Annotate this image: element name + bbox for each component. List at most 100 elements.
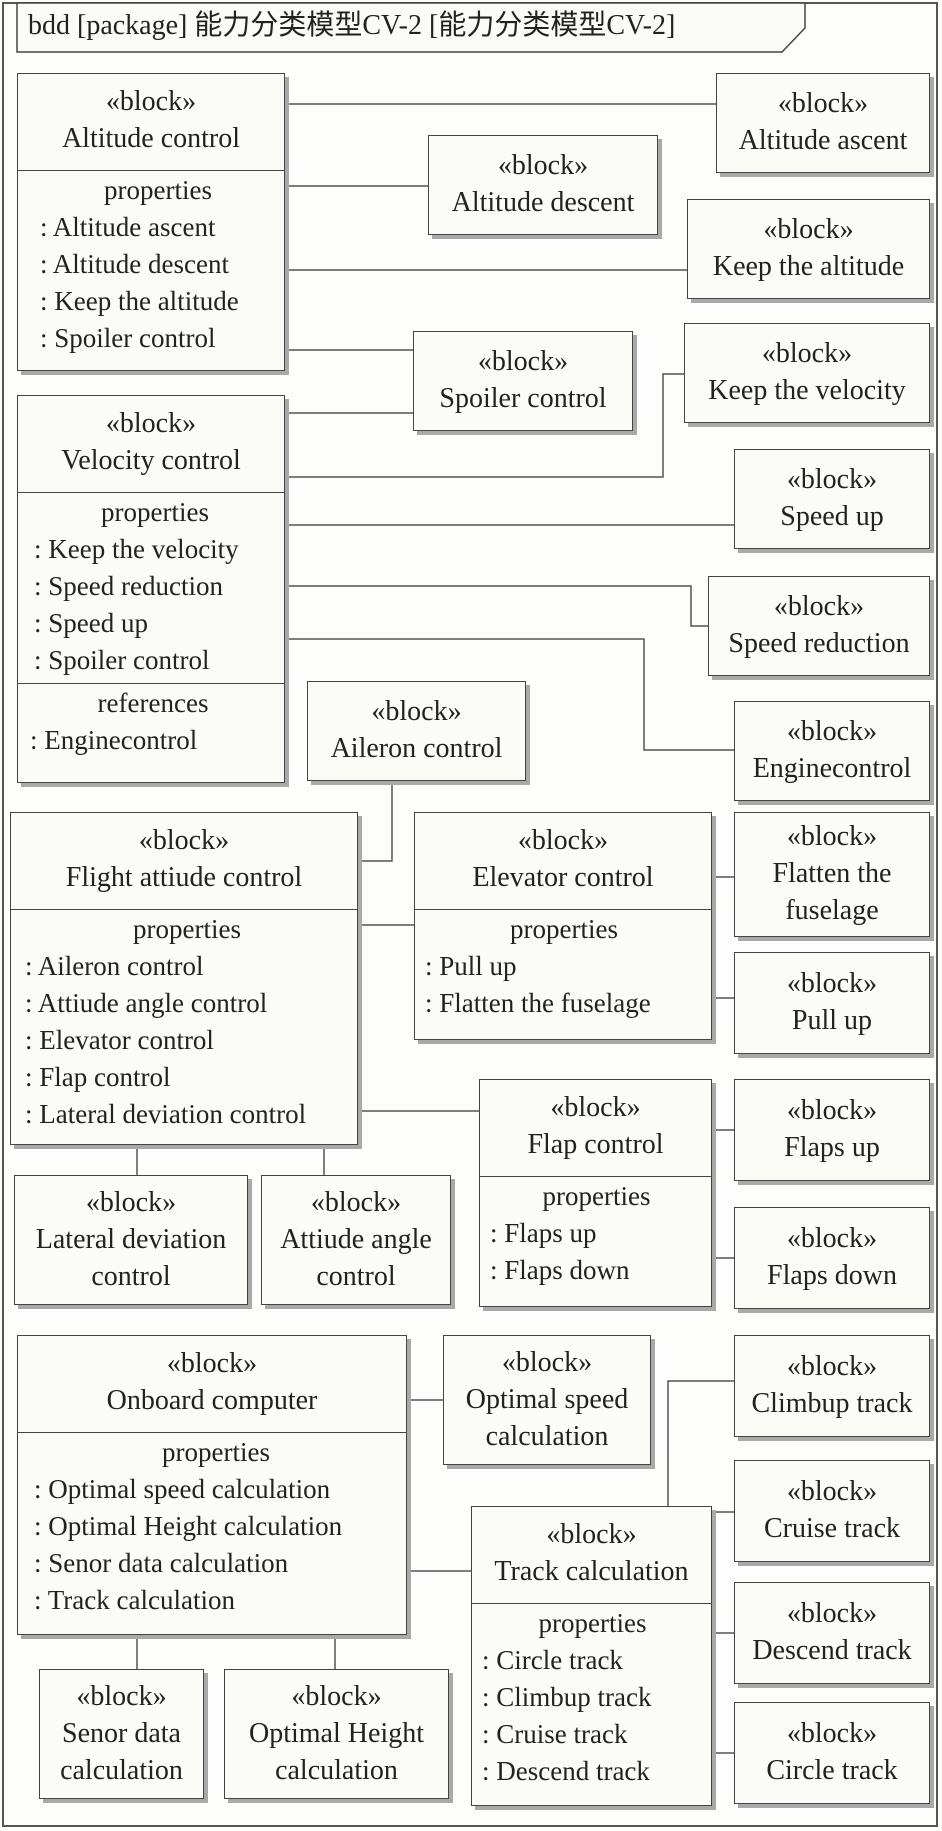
block-name: calculation — [275, 1754, 398, 1786]
block-altitude-ascent[interactable]: «block» Altitude ascent — [716, 73, 930, 173]
block-spoiler-control[interactable]: «block»Spoiler control — [413, 331, 633, 431]
compartment-properties: properties: Keep the velocity: Speed red… — [18, 492, 284, 683]
block-stereotype: «block» — [786, 1476, 878, 1507]
block-stereotype: «block» — [546, 1519, 637, 1550]
block-pull-up[interactable]: «block»Pull up — [734, 952, 930, 1054]
block-stereotype: «block» — [517, 825, 609, 856]
block-name: Altitude ascent — [738, 125, 908, 156]
compartment-item: : Flatten the fuselage — [425, 988, 651, 1018]
block-stereotype: «block» — [76, 1680, 167, 1712]
block-header: «block» Optimal Height calculation — [225, 1670, 448, 1800]
block-stereotype: «block» — [786, 1351, 878, 1382]
compartment-properties: properties: Pull up: Flatten the fuselag… — [415, 909, 711, 1026]
compartment-title: references — [97, 688, 209, 718]
block-descend-track[interactable]: «block»Descend track — [734, 1582, 930, 1684]
block-header: «block»Pull up — [735, 953, 929, 1055]
compartment-item: : Altitude ascent — [40, 212, 216, 242]
block-stereotype: «block» — [761, 338, 853, 369]
compartment-properties: properties: Altitude ascent: Altitude de… — [18, 170, 284, 361]
block-keep-velocity[interactable]: «block»Keep the velocity — [684, 323, 930, 423]
block-name: Flaps down — [767, 1260, 897, 1291]
compartment-item: : Flaps up — [490, 1218, 597, 1248]
compartment-title: properties — [133, 914, 241, 944]
block-stereotype: «block» — [291, 1680, 382, 1712]
compartment-title: properties — [101, 497, 209, 527]
block-header: «block»Onboard computer — [18, 1336, 406, 1432]
block-aileron-control[interactable]: «block»Aileron control — [307, 681, 526, 781]
block-name: Altitude descent — [451, 187, 635, 218]
block-header: «block»Velocity control — [18, 396, 284, 492]
compartment-item: : Attiude angle control — [25, 988, 268, 1018]
block-enginecontrol[interactable]: «block»Enginecontrol — [734, 701, 930, 801]
block-circle-track[interactable]: «block»Circle track — [734, 1702, 930, 1804]
compartment-item: : Lateral deviation control — [25, 1099, 307, 1129]
block-name: Senor data — [62, 1717, 181, 1749]
block-header: «block»Flight attiude control — [11, 813, 357, 909]
block-name: Spoiler control — [439, 383, 607, 414]
block-name: Enginecontrol — [752, 753, 912, 784]
block-name: Flatten the — [772, 858, 892, 889]
block-header: «block»Enginecontrol — [735, 702, 929, 802]
block-stereotype: «block» — [777, 88, 869, 119]
block-header: «block»Speed up — [735, 450, 929, 550]
block-header: «block» Track calculation — [472, 1507, 711, 1603]
block-stereotype: «block» — [501, 1346, 593, 1378]
block-cruise-track[interactable]: «block»Cruise track — [734, 1460, 930, 1562]
compartment-properties: properties: Circle track: Climbup track:… — [472, 1603, 711, 1794]
block-name: Circle track — [766, 1755, 898, 1786]
block-header: «block»Altitude control — [18, 74, 284, 170]
block-track-calculation[interactable]: «block» Track calculation properties: Circ… — [471, 1506, 712, 1806]
block-stereotype: «block» — [310, 1186, 402, 1218]
block-stereotype: «block» — [105, 86, 197, 117]
compartment-item: : Optimal speed calculation — [34, 1474, 331, 1504]
block-altitude-control[interactable]: «block»Altitude control properties : Altit… — [17, 73, 285, 371]
package-tab — [16, 2, 806, 53]
block-speed-reduction[interactable]: «block»Speed reduction — [708, 576, 930, 676]
compartment-item: : Enginecontrol — [30, 725, 198, 755]
compartment-title: properties — [104, 175, 212, 205]
block-stereotype: «block» — [166, 1348, 258, 1379]
connector-velocity_control-to-enginecontrol — [285, 638, 734, 751]
compartment-properties: properties: Optimal speed calculation: O… — [18, 1432, 406, 1623]
block-climbup-track[interactable]: «block» Climbup track — [734, 1335, 930, 1437]
block-flaps-down[interactable]: «block»Flaps down — [734, 1207, 930, 1309]
block-name: Track calculation — [494, 1556, 689, 1587]
block-header: «block»Cruise track — [735, 1461, 929, 1563]
compartment-item: : Descend track — [482, 1756, 650, 1786]
block-speed-up[interactable]: «block»Speed up — [734, 449, 930, 549]
block-header: «block»Descend track — [735, 1583, 929, 1685]
block-stereotype: «block» — [773, 591, 865, 622]
compartment-item: : Flap control — [25, 1062, 171, 1092]
block-name: Optimal Height — [249, 1717, 424, 1749]
compartment-item: : Circle track — [482, 1645, 623, 1675]
connector-track_calculation-to-climbup_track — [667, 1380, 734, 1506]
block-header: «block»Circle track — [735, 1703, 929, 1805]
block-optimal-height-calc[interactable]: «block» Optimal Height calculation — [224, 1669, 449, 1799]
compartment-references: references : Enginecontrol — [18, 683, 284, 763]
block-flaps-up[interactable]: «block»Flaps up — [734, 1079, 930, 1181]
connector-velocity_control-to-speed_reduction — [285, 585, 708, 627]
block-header: «block»Spoiler control — [414, 332, 632, 432]
compartment-item: : Spoiler control — [40, 323, 216, 353]
block-flight-attitude-control[interactable]: «block»Flight attiude control properties:… — [10, 812, 358, 1145]
compartment-properties: properties : Aileron control : Attiude ang… — [11, 909, 357, 1137]
block-name: Climbup track — [751, 1388, 913, 1419]
block-altitude-descent[interactable]: «block»Altitude descent — [428, 135, 658, 235]
block-header: «block»Flaps down — [735, 1208, 929, 1310]
block-keep-altitude[interactable]: «block»Keep the altitude — [687, 199, 930, 299]
block-name: Velocity control — [61, 445, 241, 476]
compartment-item: : Aileron control — [25, 951, 204, 981]
